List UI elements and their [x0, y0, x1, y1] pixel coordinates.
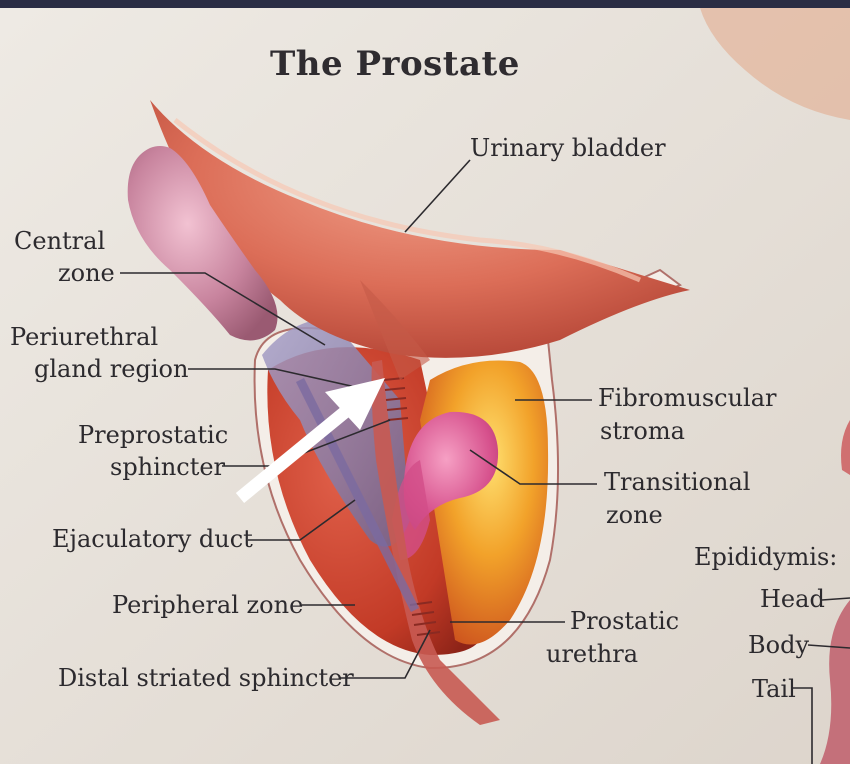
label-central-zone-line1: Central [14, 226, 105, 256]
label-preprostatic-line2: sphincter [110, 452, 225, 482]
label-preprostatic-line1: Preprostatic [78, 420, 228, 450]
page-title: The Prostate [270, 44, 520, 84]
label-fibromuscular-line2: stroma [600, 416, 685, 446]
label-ejaculatory-duct: Ejaculatory duct [52, 524, 253, 554]
label-transitional-line2: zone [606, 500, 663, 530]
label-central-zone-line2: zone [58, 258, 115, 288]
label-epididymis-head: Head [760, 584, 825, 614]
label-peripheral-zone: Peripheral zone [112, 590, 303, 620]
label-prostatic-line1: Prostatic [570, 606, 679, 636]
label-epididymis-body: Body [748, 630, 809, 660]
label-prostatic-line2: urethra [546, 639, 638, 669]
label-epididymis: Epididymis: [694, 542, 837, 572]
label-urinary-bladder: Urinary bladder [470, 133, 666, 163]
label-periurethral-line2: gland region [34, 354, 188, 384]
label-transitional-line1: Transitional [604, 467, 750, 497]
label-periurethral-line1: Periurethral [10, 322, 158, 352]
label-distal-sphincter: Distal striated sphincter [58, 663, 354, 693]
label-fibromuscular-line1: Fibromuscular [598, 383, 777, 413]
label-epididymis-tail: Tail [752, 674, 796, 704]
